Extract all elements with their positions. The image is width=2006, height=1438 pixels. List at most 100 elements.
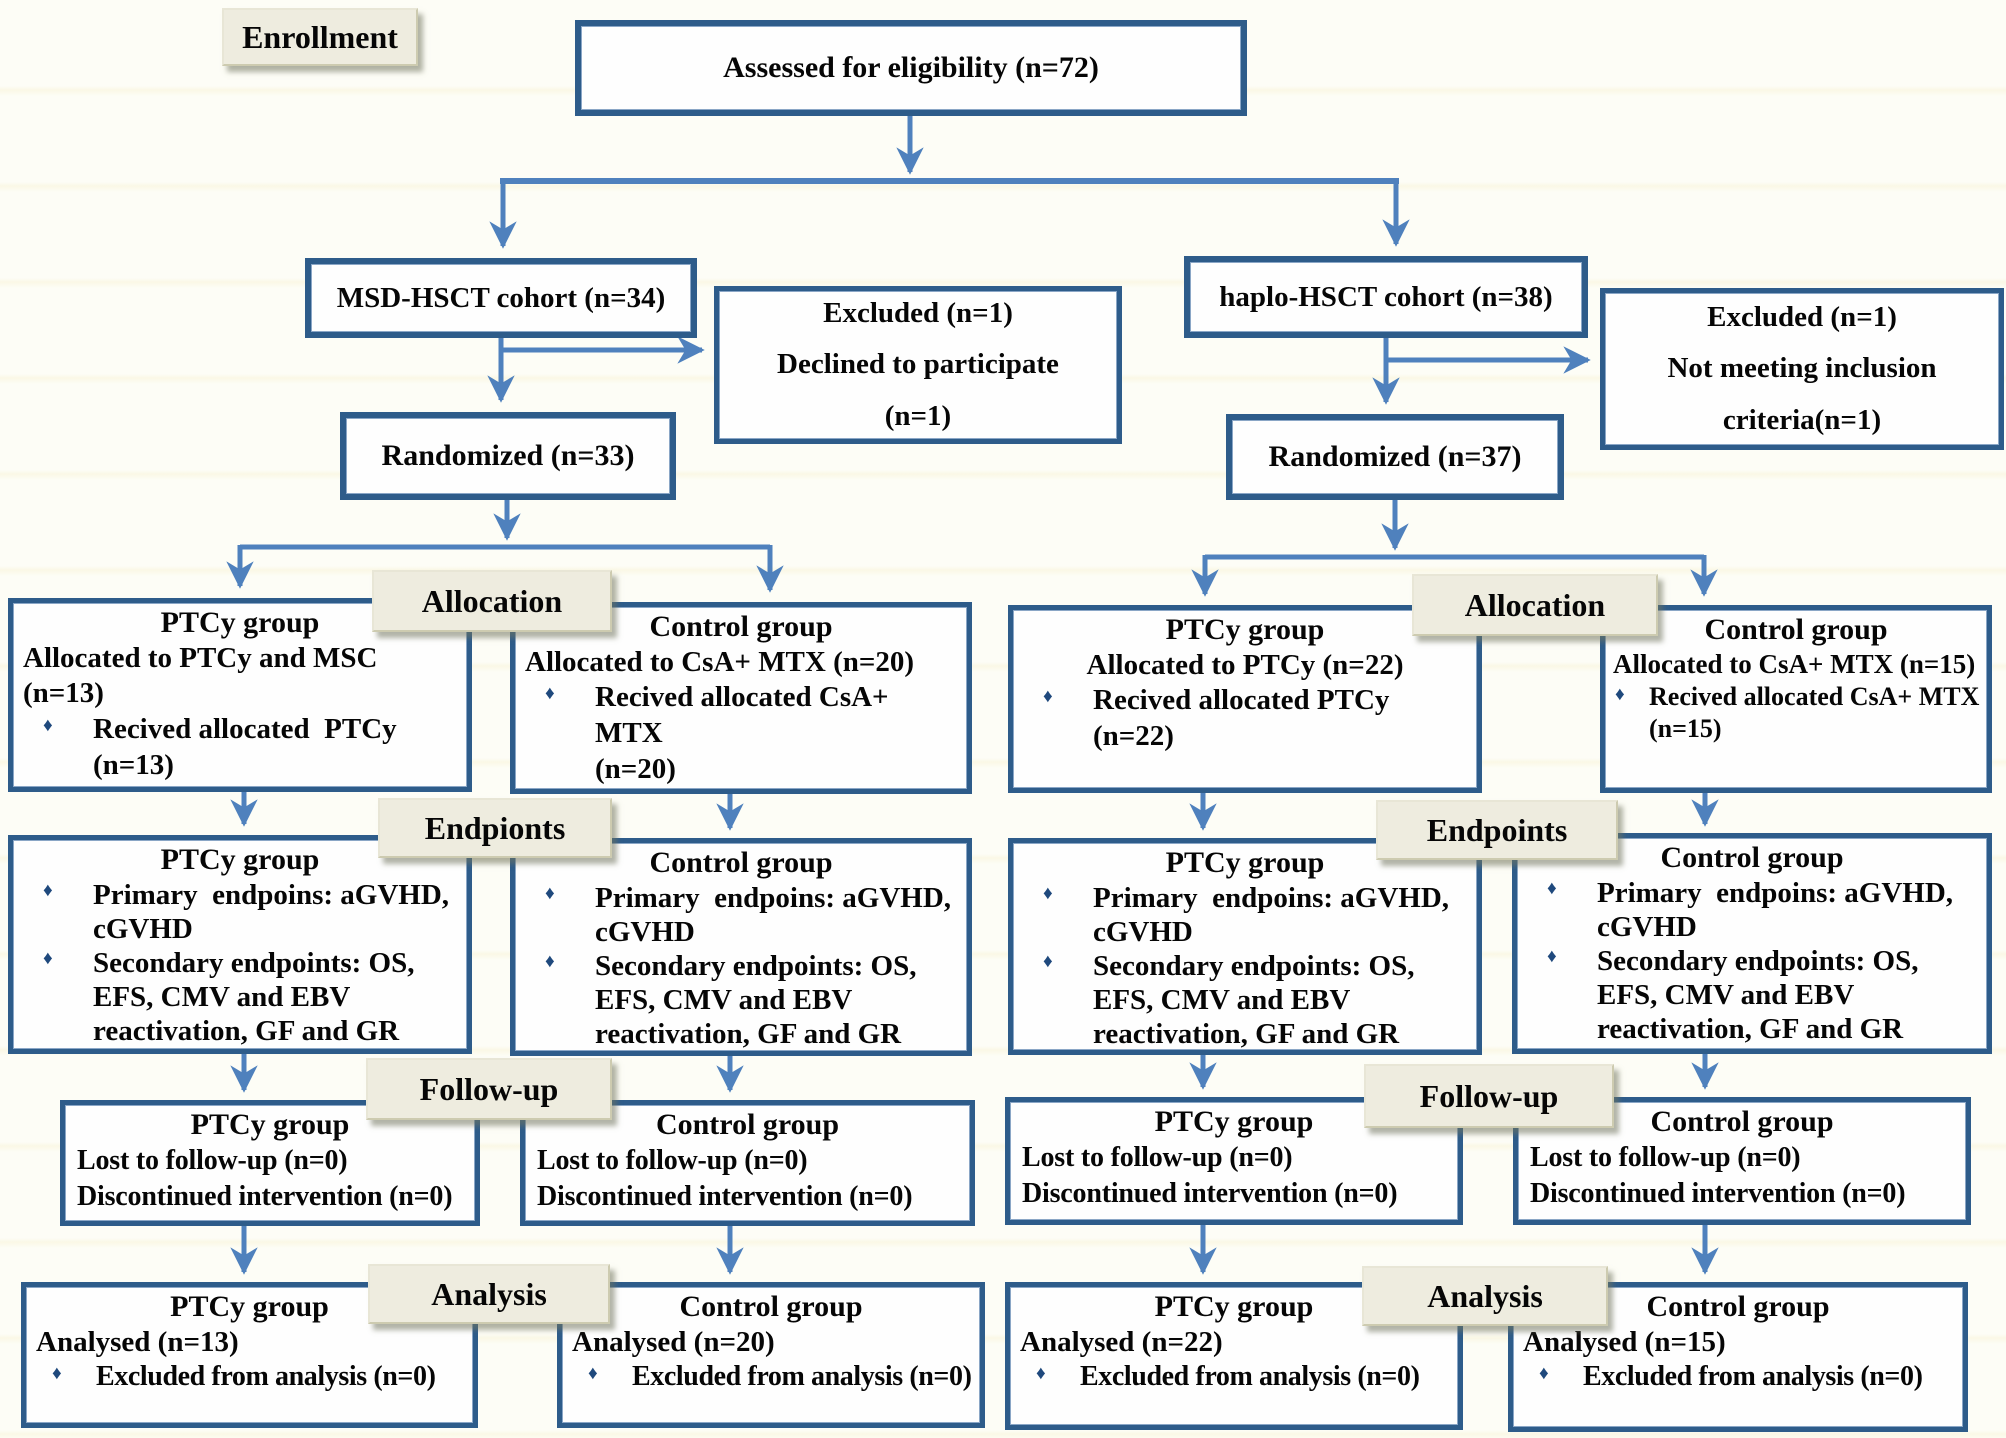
diamond-bullet-icon: ♦ <box>52 1363 62 1385</box>
stage-label-analysis-left: Analysis <box>368 1264 610 1324</box>
box-endpoints-msd-ptcy: PTCy group ♦ Primary endpoins: aGVHD, cG… <box>8 835 472 1054</box>
box-text: MSD-HSCT cohort (n=34) <box>336 281 666 314</box>
box-text: Randomized (n=37) <box>1268 440 1522 474</box>
bullet-text: Recived allocated CsA+ MTX (n=20) <box>595 681 889 786</box>
stage-label-text: Allocation <box>1464 586 1606 623</box>
stage-label-text: Follow-up <box>1419 1077 1559 1114</box>
box-assessed-eligibility: Assessed for eligibility (n=72) <box>575 20 1247 116</box>
bullet-text: Recived allocated PTCy (n=13) <box>93 713 397 782</box>
bullet-item: ♦ Secondary endpoints: OS, EFS, CMV and … <box>515 949 967 1052</box>
group-heading: PTCy group <box>170 1290 329 1323</box>
box-allocation-msd-control: Control group Allocated to CsA+ MTX (n=2… <box>510 602 972 794</box>
box-analysis-msd-control: Control group Analysed (n=20) ♦ Excluded… <box>557 1282 985 1428</box>
box-followup-haplo-ptcy: PTCy group Lost to follow-up (n=0) Disco… <box>1005 1097 1463 1225</box>
stage-label-text: Analysis <box>431 1275 547 1312</box>
bullet-item: ♦ Excluded from analysis (n=0) <box>26 1360 473 1395</box>
stage-label-text: Endpionts <box>424 809 566 846</box>
bullet-text: Primary endpoins: aGVHD, cGVHD <box>595 881 952 948</box>
bullet-text: Secondary endpoints: OS, EFS, CMV and EB… <box>1093 949 1415 1051</box>
box-text: Randomized (n=33) <box>381 439 635 473</box>
diamond-bullet-icon: ♦ <box>588 1363 598 1385</box>
bullet-item: ♦ Recived allocated PTCy (n=22) <box>1013 683 1477 755</box>
group-heading: Control group <box>1660 841 1844 874</box>
stage-label-text: Analysis <box>1427 1277 1543 1314</box>
group-heading: PTCy group <box>160 606 320 639</box>
bullet-item: ♦ Excluded from analysis (n=0) <box>1513 1360 1963 1395</box>
box-followup-haplo-control: Control group Lost to follow-up (n=0) Di… <box>1513 1097 1971 1225</box>
box-randomized-msd: Randomized (n=33) <box>340 412 676 500</box>
stage-label-endpoints-left: Endpionts <box>378 798 612 858</box>
stage-label-allocation-right: Allocation <box>1412 574 1658 636</box>
group-heading: Control group <box>1704 613 1888 646</box>
bullet-item: ♦ Primary endpoins: aGVHD, cGVHD <box>515 881 967 949</box>
box-allocation-haplo-control: Control group Allocated to CsA+ MTX (n=1… <box>1600 605 1992 793</box>
stage-label-allocation-left: Allocation <box>372 570 612 632</box>
followup-detail: Lost to follow-up (n=0) Discontinued int… <box>1022 1141 1398 1210</box>
diamond-bullet-icon: ♦ <box>545 950 555 972</box>
diamond-bullet-icon: ♦ <box>43 715 53 737</box>
bullet-item: ♦ Secondary endpoints: OS, EFS, CMV and … <box>1517 944 1987 1047</box>
bullet-item: ♦ Recived allocated PTCy (n=13) <box>13 712 467 784</box>
group-heading: PTCy group <box>1154 1290 1314 1323</box>
bullet-text: Recived allocated CsA+ MTX (n=15) <box>1649 681 1980 744</box>
bullet-item: ♦ Secondary endpoints: OS, EFS, CMV and … <box>1013 949 1477 1052</box>
bullet-text: Excluded from analysis (n=0) <box>1583 1361 1923 1393</box>
analysis-detail: Analysed (n=13) <box>36 1325 239 1358</box>
box-text: Excluded (n=1) Declined to participate (… <box>777 296 1059 432</box>
group-heading: Control group <box>655 1108 840 1141</box>
bullet-item: ♦ Excluded from analysis (n=0) <box>562 1360 980 1395</box>
group-heading: Control group <box>649 610 833 643</box>
group-heading: Control group <box>649 846 833 879</box>
diamond-bullet-icon: ♦ <box>1043 882 1053 904</box>
diamond-bullet-icon: ♦ <box>1547 945 1557 967</box>
bullet-text: Recived allocated PTCy (n=22) <box>1093 684 1390 753</box>
analysis-detail: Analysed (n=20) <box>572 1325 775 1358</box>
stage-label-enrollment: Enrollment <box>222 8 418 66</box>
stage-label-text: Allocation <box>421 582 563 619</box>
bullet-text: Excluded from analysis (n=0) <box>632 1361 972 1393</box>
bullet-item: ♦ Primary endpoins: aGVHD, cGVHD <box>1013 881 1477 949</box>
box-analysis-haplo-control: Control group Analysed (n=15) ♦ Excluded… <box>1508 1282 1968 1432</box>
box-followup-msd-ptcy: PTCy group Lost to follow-up (n=0) Disco… <box>60 1100 480 1226</box>
bullet-item: ♦ Recived allocated CsA+ MTX (n=20) <box>515 680 967 788</box>
box-haplo-cohort: haplo-HSCT cohort (n=38) <box>1184 256 1588 338</box>
group-heading: Control group <box>1646 1290 1830 1323</box>
group-heading: PTCy group <box>1165 613 1325 646</box>
box-endpoints-haplo-ptcy: PTCy group ♦ Primary endpoins: aGVHD, cG… <box>1008 838 1482 1055</box>
box-text: haplo-HSCT cohort (n=38) <box>1219 280 1553 313</box>
diamond-bullet-icon: ♦ <box>1539 1363 1549 1385</box>
bullet-item: ♦ Primary endpoins: aGVHD, cGVHD <box>1517 876 1987 944</box>
box-randomized-haplo: Randomized (n=37) <box>1226 414 1564 500</box>
bullet-item: ♦ Secondary endpoints: OS, EFS, CMV and … <box>13 946 467 1049</box>
bullet-text: Secondary endpoints: OS, EFS, CMV and EB… <box>93 946 415 1048</box>
diamond-bullet-icon: ♦ <box>1615 683 1625 705</box>
bullet-item: ♦ Primary endpoins: aGVHD, cGVHD <box>13 878 467 946</box>
box-allocation-haplo-ptcy: PTCy group Allocated to PTCy (n=22) ♦ Re… <box>1008 605 1482 793</box>
diamond-bullet-icon: ♦ <box>1547 877 1557 899</box>
box-msd-cohort: MSD-HSCT cohort (n=34) <box>305 258 697 338</box>
group-heading: PTCy group <box>1165 846 1325 879</box>
analysis-detail: Analysed (n=15) <box>1523 1325 1726 1358</box>
group-heading: Control group <box>1650 1105 1834 1138</box>
group-heading: PTCy group <box>160 843 320 876</box>
followup-detail: Lost to follow-up (n=0) Discontinued int… <box>1530 1141 1906 1210</box>
group-heading: Control group <box>679 1290 863 1323</box>
allocation-detail: Allocated to PTCy and MSC (n=13) <box>23 641 378 710</box>
group-heading: PTCy group <box>1154 1105 1314 1138</box>
followup-detail: Lost to follow-up (n=0) Discontinued int… <box>537 1144 913 1213</box>
allocation-detail: Allocated to PTCy (n=22) <box>1086 648 1404 681</box>
diamond-bullet-icon: ♦ <box>43 879 53 901</box>
box-text: Excluded (n=1) Not meeting inclusion cri… <box>1667 300 1937 436</box>
stage-label-followup-left: Follow-up <box>366 1058 612 1120</box>
analysis-detail: Analysed (n=22) <box>1020 1325 1223 1358</box>
bullet-text: Primary endpoins: aGVHD, cGVHD <box>1093 881 1450 948</box>
group-heading: PTCy group <box>190 1108 350 1141</box>
allocation-detail: Allocated to CsA+ MTX (n=15) <box>1613 648 1976 679</box>
box-followup-msd-control: Control group Lost to follow-up (n=0) Di… <box>520 1100 975 1226</box>
stage-label-followup-right: Follow-up <box>1364 1064 1614 1128</box>
bullet-item: ♦ Excluded from analysis (n=0) <box>1010 1360 1458 1395</box>
diamond-bullet-icon: ♦ <box>1036 1363 1046 1385</box>
diamond-bullet-icon: ♦ <box>545 683 555 705</box>
stage-label-endpoints-right: Endpoints <box>1376 800 1618 860</box>
